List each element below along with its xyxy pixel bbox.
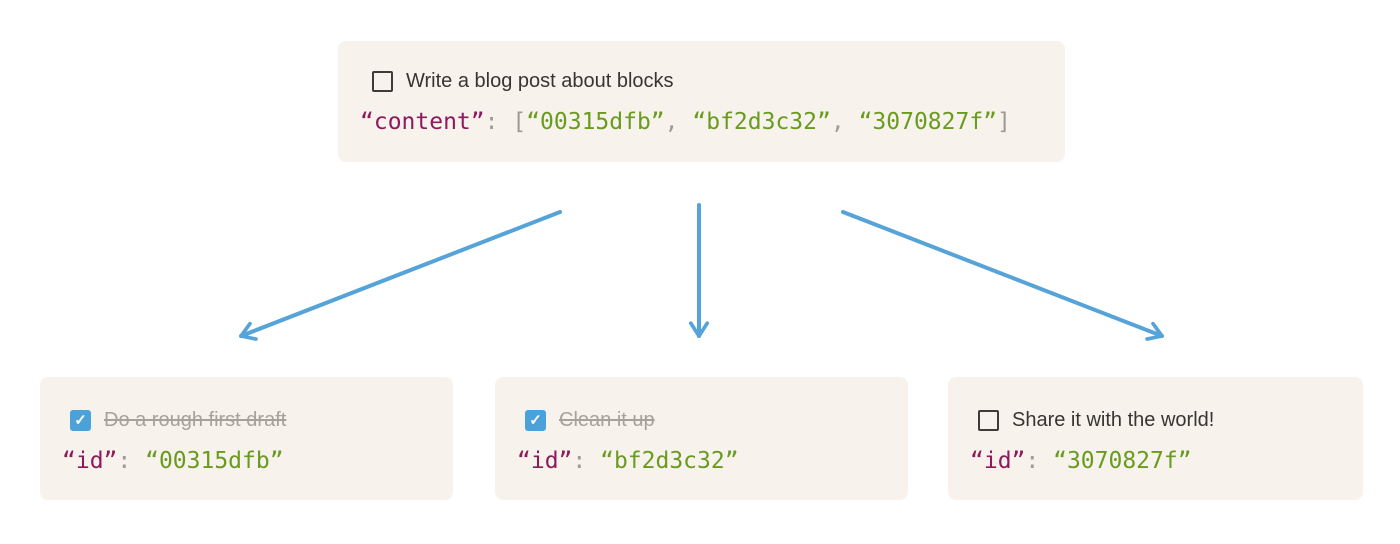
parent-todo-block: ✓ Write a blog post about blocks “conten…	[338, 41, 1065, 162]
code-string: “00315dfb”	[145, 448, 284, 474]
code-comma: ,	[664, 109, 693, 135]
child-block-3: ✓ Share it with the world! “id”: “307082…	[948, 377, 1363, 500]
code-string: “3070827f”	[858, 109, 998, 135]
code-key: “id”	[62, 448, 118, 474]
code-key: “content”	[360, 109, 485, 135]
code-colon: :	[1025, 448, 1054, 474]
code-colon: :	[117, 448, 146, 474]
code-key: “id”	[970, 448, 1026, 474]
parent-todo-row: ✓ Write a blog post about blocks	[360, 67, 1041, 95]
code-bracket-close: ]	[997, 109, 1011, 135]
child-code-line: “id”: “3070827f”	[970, 447, 1345, 475]
code-colon: :	[572, 448, 601, 474]
todo-checkbox[interactable]: ✓	[525, 409, 546, 431]
parent-code-line: “content”: [“00315dfb”, “bf2d3c32”, “307…	[360, 108, 1041, 136]
code-string: “3070827f”	[1053, 448, 1192, 474]
code-colon: :	[484, 109, 513, 135]
todo-label: Do a rough first draft	[104, 409, 287, 431]
code-bracket-open: [	[512, 109, 527, 135]
check-icon: ✓	[74, 411, 87, 429]
arrow-to-child-1	[239, 210, 562, 341]
todo-label: Write a blog post about blocks	[406, 70, 674, 92]
child-todo-row: ✓ Clean it up	[517, 406, 890, 434]
child-block-1: ✓ Do a rough first draft “id”: “00315dfb…	[40, 377, 453, 500]
todo-label: Share it with the world!	[1012, 409, 1215, 431]
child-code-line: “id”: “bf2d3c32”	[517, 447, 890, 475]
todo-checkbox[interactable]: ✓	[978, 409, 999, 431]
check-icon: ✓	[529, 411, 542, 429]
code-string: “bf2d3c32”	[600, 448, 739, 474]
code-string: “bf2d3c32”	[692, 109, 831, 135]
child-todo-row: ✓ Do a rough first draft	[62, 406, 435, 434]
connector-arrows	[239, 203, 1164, 341]
code-comma: ,	[830, 109, 859, 135]
child-block-2: ✓ Clean it up “id”: “bf2d3c32”	[495, 377, 908, 500]
arrow-to-child-3	[841, 210, 1164, 341]
child-code-line: “id”: “00315dfb”	[62, 447, 435, 475]
code-key: “id”	[517, 448, 573, 474]
todo-checkbox[interactable]: ✓	[372, 70, 393, 92]
child-todo-row: ✓ Share it with the world!	[970, 406, 1345, 434]
todo-checkbox[interactable]: ✓	[70, 409, 91, 431]
code-string: “00315dfb”	[526, 109, 665, 135]
todo-label: Clean it up	[559, 409, 655, 431]
